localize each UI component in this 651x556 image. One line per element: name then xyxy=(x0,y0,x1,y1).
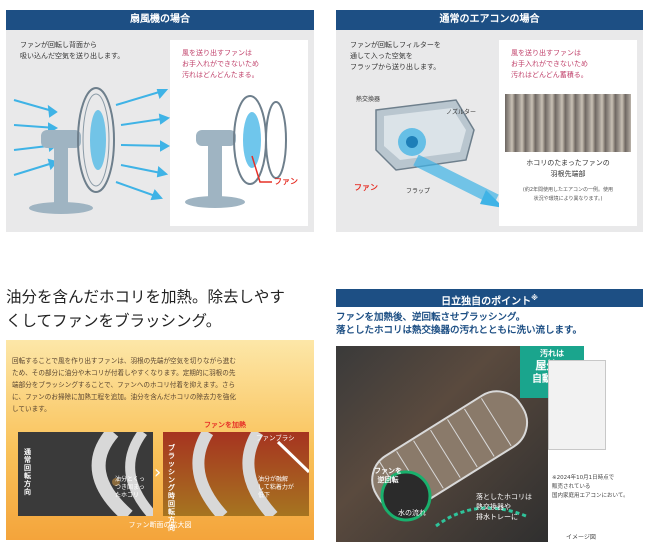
photo-note: (約2年間使用したエアコンの一例。使用 状況や環境により異なります。) xyxy=(522,187,614,202)
rotation-label: ファンを 逆回転 xyxy=(374,467,402,484)
dirty-fan-illustration xyxy=(185,95,287,208)
dropped-dust-label: 落としたホコリは 熱交換器や 排水トレーに xyxy=(476,493,532,521)
normal-blades-svg xyxy=(91,427,157,522)
cross-section-brushing xyxy=(163,428,311,521)
aircon-case-note: 風を送り出すファンは お手入れができないため 汚れはどんどん蓄積る。 xyxy=(511,49,588,79)
hitachi-point-subtitle: ファンを加熱後、逆回転させブラッシング。 落としたホコリは熱交換器の汚れとともに… xyxy=(336,312,583,336)
stage-chevron-icon: › xyxy=(154,462,162,483)
aircon-case-title: 通常のエアコンの場合 xyxy=(336,10,643,30)
fan-cylinder-svg xyxy=(371,390,529,528)
outdoor-unit-illustration xyxy=(548,360,606,450)
hitachi-point-title: 日立独自のポイント※ xyxy=(336,289,643,307)
photo-caption: ホコリのたまったファンの 羽根先端部 xyxy=(526,159,610,178)
fan-case-note-card: 風を送り出すファンは お手入れができないため 汚れはどんどんたまる。 ファン xyxy=(170,40,308,226)
aircon-illustration xyxy=(375,99,504,208)
electric-fan-illustration xyxy=(13,87,171,214)
fan-label: ファン xyxy=(274,177,298,186)
heat-label: ファンを加熱 xyxy=(204,421,246,429)
hitachi-fan-image xyxy=(336,346,548,542)
aircon-case-note-card: 風を送り出すファンは お手入れができないため 汚れはどんどん蓄積る。 ホコリのた… xyxy=(499,40,637,226)
image-note: イメージ図 xyxy=(566,534,596,541)
explain-text: 回転することで風を作り出すファンは、羽根の先端が空気を切りながら進む ため、その… xyxy=(12,357,236,413)
water-flow-label: 水の流れ xyxy=(398,509,426,517)
heat-exchanger-label: 熱交換器 xyxy=(356,96,381,103)
cross-section-normal xyxy=(18,427,157,522)
adhesion-label: 油分が融解して粘着力が低下 xyxy=(258,476,294,499)
fan-case-desc: ファンが回転し背面から 吸い込んだ空気を送り出します。 xyxy=(20,41,125,60)
aircon-case-panel: 通常のエアコンの場合 ファンが回転しフィルターを 通して入った空気を フラップか… xyxy=(336,10,643,232)
normal-rotation-label: 通常回転方向 xyxy=(24,448,31,496)
brushing-blades-svg xyxy=(163,428,311,521)
flap-label: フラップ xyxy=(406,188,431,195)
oil-dust-label: 油分とくっつき固まったホコリ xyxy=(115,476,145,499)
diagram-caption: ファン断面の拡大図 xyxy=(128,521,192,529)
fan-case-panel: 扇風機の場合 ファンが回転し背面から 吸い込んだ空気を送り出します。 風を送り出… xyxy=(6,10,314,232)
aircon-fan-label: ファン xyxy=(354,183,378,192)
aircon-case-desc: ファンが回転しフィルターを 通して入った空気を フラップから送り出します。 xyxy=(350,41,441,71)
footnote: ※2024年10月1日時点で 販売されている 国内家庭用エアコンにおいて。 xyxy=(552,475,629,499)
headline: 油分を含んだホコリを加熱。除去しやす くしてファンをブラッシング。 xyxy=(6,288,285,330)
nozzle-label: ノズルター xyxy=(446,109,477,116)
fan-case-note: 風を送り出すファンは お手入れができないため 汚れはどんどんたまる。 xyxy=(182,49,259,79)
fan-case-title: 扇風機の場合 xyxy=(6,10,314,30)
dusty-fan-photo xyxy=(505,94,631,152)
brush-label: ファンブラシ xyxy=(256,434,295,442)
brushing-rotation-label: ブラッシング時回転方向 xyxy=(168,444,175,532)
